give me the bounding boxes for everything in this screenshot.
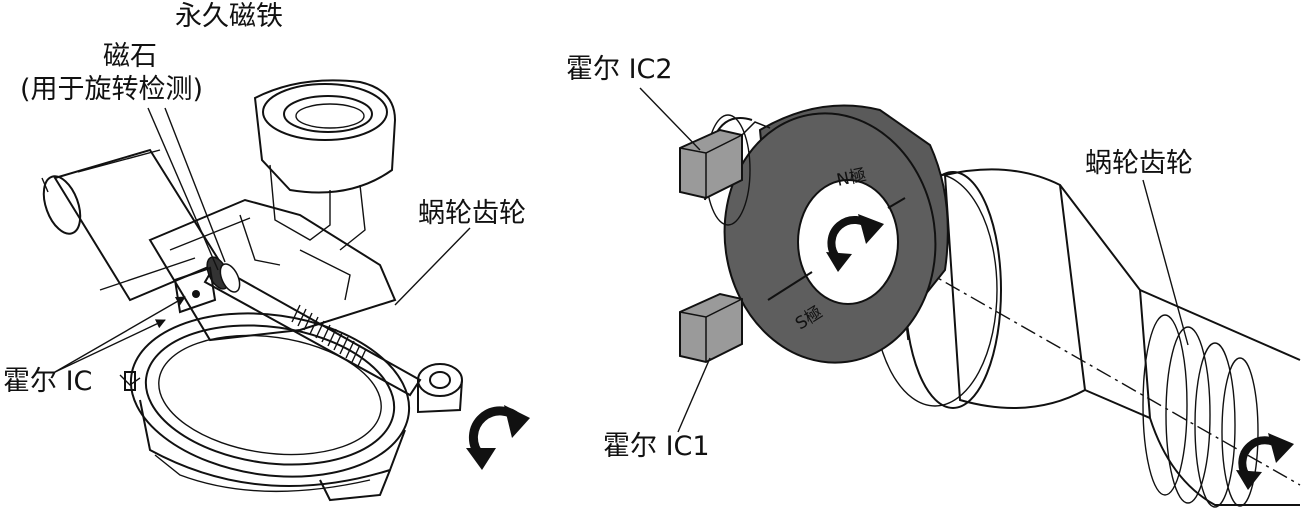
left-leader-lines: [54, 107, 471, 373]
shaft-rotation-arrow-icon: [1236, 433, 1294, 490]
label-magnet-note: (用于旋转检测): [20, 74, 203, 105]
label-hall-ic2: 霍尔 IC2: [566, 54, 673, 85]
worm-gear-shaft: [844, 168, 1301, 508]
gear-housing: [148, 198, 397, 342]
rotation-arrow-icon: [466, 405, 530, 470]
label-worm-gear-left: 蜗轮齿轮: [418, 198, 526, 229]
connector-housing: [253, 79, 397, 251]
label-permanent-magnet: 永久磁铁: [175, 1, 283, 32]
sensor-principle-illustration: [679, 104, 1301, 508]
label-worm-gear-right: 蜗轮齿轮: [1085, 148, 1193, 179]
label-hall-ic: 霍尔 IC: [3, 366, 92, 397]
label-magnet: 磁石: [103, 41, 157, 72]
motor-assembly-illustration: [41, 79, 530, 502]
right-leader-lines: [639, 87, 1189, 433]
hall-ic-board: [119, 266, 217, 391]
label-hall-ic1: 霍尔 IC1: [603, 431, 710, 462]
worm-wheel: [129, 312, 411, 502]
hall-ic1-sensor: [679, 292, 743, 364]
magnet-ring: [206, 256, 241, 293]
disc-rotation-arrow-icon: [826, 214, 884, 272]
hall-ic2-sensor: [679, 121, 771, 200]
worm-shaft: [203, 263, 463, 414]
motor-body: [41, 148, 222, 302]
